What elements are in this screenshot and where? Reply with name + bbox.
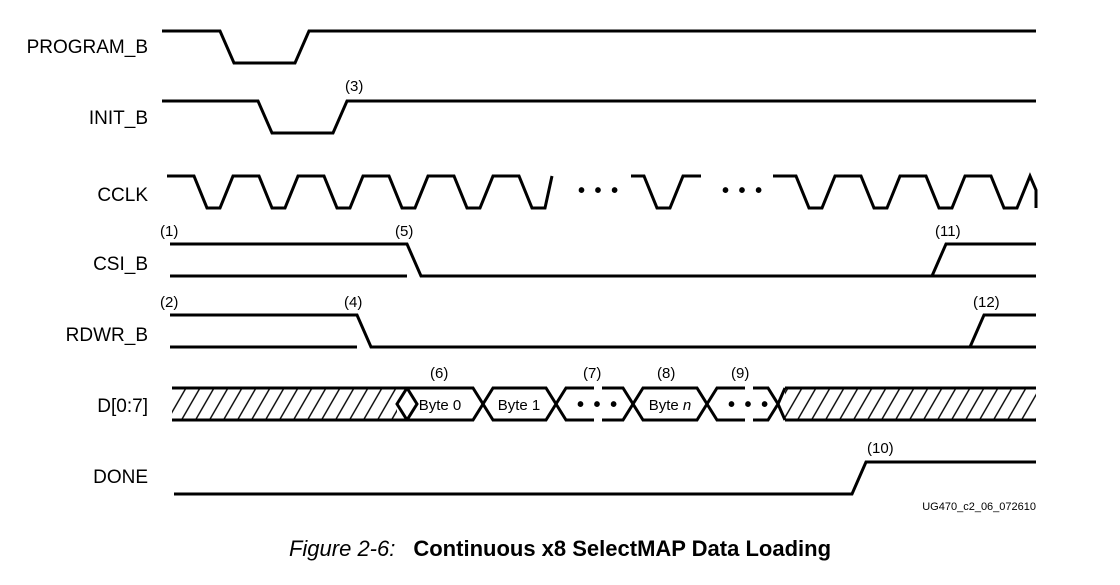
- signal-label-d: D[0:7]: [97, 396, 148, 417]
- byte-0-label: Byte 0: [419, 397, 462, 414]
- figure-caption: Figure 2-6: Continuous x8 SelectMAP Data …: [289, 536, 831, 561]
- note-2: (2): [160, 294, 178, 311]
- signal-label-done: DONE: [93, 467, 148, 488]
- data-bus-waveform: [172, 386, 1036, 422]
- signal-label-init-b: INIT_B: [89, 108, 148, 129]
- rdwr-b-waveform: [170, 313, 1036, 349]
- note-12: (12): [973, 294, 1000, 311]
- byte-1-label: Byte 1: [498, 397, 541, 414]
- note-10: (10): [867, 440, 894, 457]
- note-1: (1): [160, 223, 178, 240]
- data-ellipsis-1: • • •: [577, 394, 619, 416]
- note-6: (6): [430, 365, 448, 382]
- note-3: (3): [345, 78, 363, 95]
- done-waveform: [174, 460, 1036, 496]
- csi-b-waveform: [170, 242, 1036, 278]
- cclk-ellipsis-1: • • •: [578, 180, 620, 202]
- signal-label-cclk: CCLK: [97, 185, 148, 206]
- data-ellipsis-2: • • •: [728, 394, 770, 416]
- note-5: (5): [395, 223, 413, 240]
- signal-label-csi-b: CSI_B: [93, 254, 148, 275]
- cclk-waveform: [167, 172, 1038, 210]
- cclk-ellipsis-2: • • •: [722, 180, 764, 202]
- note-8: (8): [657, 365, 675, 382]
- note-4: (4): [344, 294, 362, 311]
- program-b-waveform: [162, 29, 1036, 65]
- note-11: (11): [935, 223, 961, 240]
- init-b-waveform: [162, 99, 1036, 135]
- caption-number: Figure 2-6:: [289, 536, 395, 561]
- figure-reference-id: UG470_c2_06_072610: [922, 501, 1036, 513]
- note-7: (7): [583, 365, 601, 382]
- signal-label-program-b: PROGRAM_B: [27, 37, 148, 58]
- caption-title: Continuous x8 SelectMAP Data Loading: [413, 536, 831, 561]
- signal-label-rdwr-b: RDWR_B: [66, 325, 148, 346]
- byte-n-label: Byte n: [649, 397, 692, 414]
- note-9: (9): [731, 365, 749, 382]
